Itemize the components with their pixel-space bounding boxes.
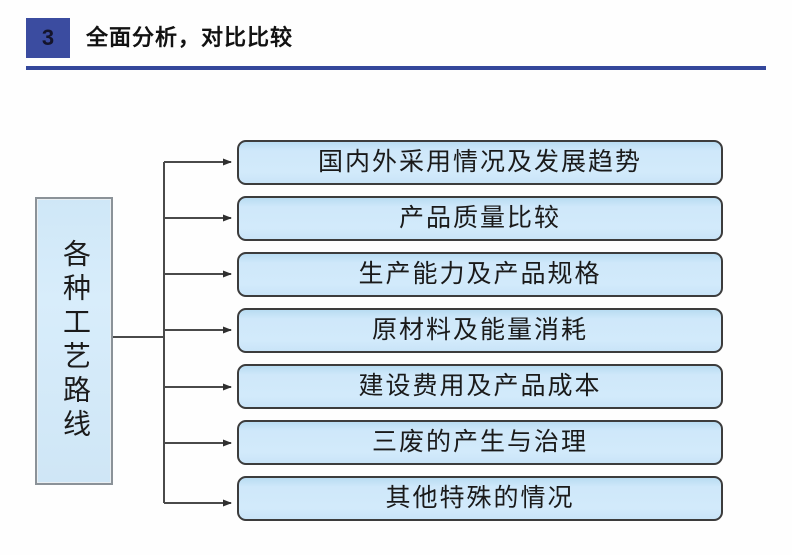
item-box[interactable]: 建设费用及产品成本 — [237, 364, 723, 409]
item-label: 国内外采用情况及发展趋势 — [317, 149, 642, 176]
connector-lines — [113, 158, 232, 507]
header-divider — [26, 66, 766, 70]
section-number-badge: 3 — [26, 18, 70, 58]
item-box[interactable]: 生产能力及产品规格 — [237, 252, 723, 297]
item-box[interactable]: 国内外采用情况及发展趋势 — [237, 140, 723, 185]
item-label: 原材料及能量消耗 — [371, 317, 588, 344]
item-label: 生产能力及产品规格 — [358, 261, 602, 288]
root-node-box[interactable]: 各种工艺路线 — [35, 197, 113, 485]
item-label: 建设费用及产品成本 — [358, 373, 602, 400]
item-box[interactable]: 三废的产生与治理 — [237, 420, 723, 465]
page-title: 全面分析，对比比较 — [86, 25, 294, 50]
item-label: 三废的产生与治理 — [371, 429, 588, 456]
root-node-label: 各种工艺路线 — [59, 239, 90, 443]
item-label: 其他特殊的情况 — [385, 485, 575, 512]
item-label: 产品质量比较 — [398, 205, 561, 232]
item-box[interactable]: 其他特殊的情况 — [237, 476, 723, 521]
item-box-list: 国内外采用情况及发展趋势 产品质量比较 生产能力及产品规格 原材料及能量消耗 建… — [237, 140, 723, 521]
slide-header: 3 全面分析，对比比较 — [0, 0, 792, 78]
item-box[interactable]: 产品质量比较 — [237, 196, 723, 241]
item-box[interactable]: 原材料及能量消耗 — [237, 308, 723, 353]
process-comparison-diagram: 各种工艺路线 国内外采用情况及发展趋势 产品质量比较 生产能力及产品规格 原材料… — [0, 78, 792, 555]
